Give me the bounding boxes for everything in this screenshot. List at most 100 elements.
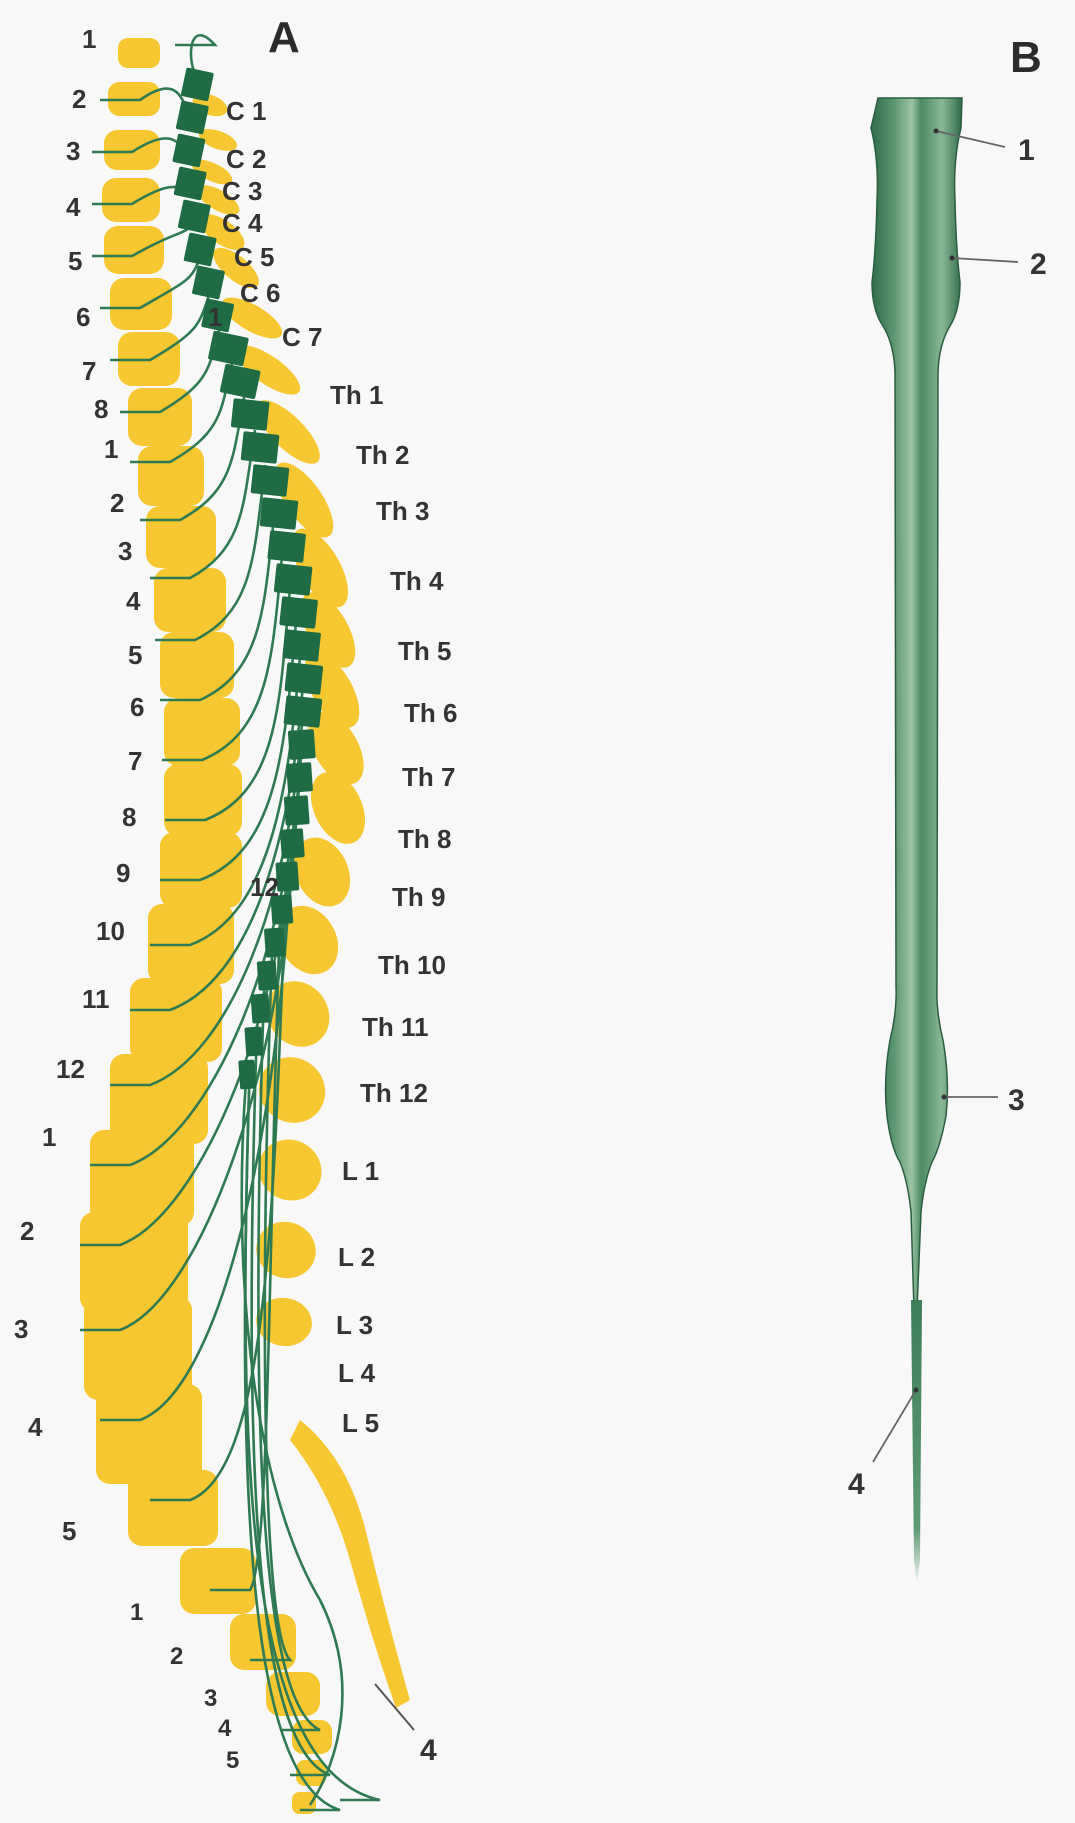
vertebral-body [110, 278, 172, 330]
vertebral-body [96, 1384, 202, 1484]
segment-marker-top: 1 [208, 302, 222, 332]
cord-segment [208, 331, 249, 367]
vertebra-label-thoracic: Th 12 [360, 1078, 428, 1108]
vertebra-label-thoracic: Th 5 [398, 636, 451, 666]
segment-marker-thoracic-end: 12 [250, 872, 279, 902]
nerve-label-thoracic: 11 [82, 984, 110, 1014]
cord-segment [241, 431, 280, 464]
vertebral-body [160, 632, 234, 698]
vertebra-label-thoracic: Th 10 [378, 950, 446, 980]
cord-segment [192, 265, 225, 299]
nerve-label-lumbar: 2 [20, 1216, 34, 1246]
vertebral-body [104, 130, 160, 170]
vertebral-body [180, 1548, 256, 1614]
cord-segment [284, 795, 310, 826]
cord-segment [244, 1026, 263, 1056]
nerve-label-cervical: 5 [68, 246, 82, 276]
cord-segment [260, 497, 299, 530]
cord-segment [181, 67, 214, 101]
cord-segment [238, 1059, 256, 1089]
nerve-label-thoracic: 7 [128, 746, 142, 776]
marker-b-4 [914, 1388, 919, 1393]
cord-segment [257, 960, 278, 990]
nerve-label-thoracic: 3 [118, 536, 132, 566]
vertebra-label-lumbar: L 1 [342, 1156, 379, 1186]
panel-b-label-2: 2 [1030, 248, 1047, 281]
vertebral-body [118, 38, 160, 68]
nerve-label-lumbar: 5 [62, 1516, 76, 1546]
vertebra-label-lumbar: L 2 [338, 1242, 375, 1272]
vertebra-label-cervical: C 2 [226, 144, 266, 174]
vertebra-label-thoracic: Th 6 [404, 698, 457, 728]
vertebral-body [146, 506, 216, 568]
panel-b-label-4: 4 [848, 1468, 865, 1501]
vertebral-body [128, 1470, 218, 1546]
marker-b-3 [942, 1095, 947, 1100]
vertebral-body [130, 978, 222, 1062]
cord-segment [279, 596, 318, 629]
vertebra-label-thoracic: Th 11 [362, 1012, 428, 1042]
vertebra-label-thoracic: Th 2 [356, 440, 409, 470]
cord-segment [286, 762, 313, 793]
nerve-label-cervical: 6 [76, 302, 90, 332]
cord-segment [178, 199, 211, 233]
vertebra-label-thoracic: Th 1 [330, 380, 383, 410]
nerve-label-thoracic: 6 [130, 692, 144, 722]
cord-segment [251, 464, 290, 497]
vertebra-label-cervical: C 4 [222, 208, 263, 238]
nerve-label-cervical: 3 [66, 136, 80, 166]
leader-b-2 [952, 258, 1018, 262]
vertebra-label-thoracic: Th 8 [398, 824, 451, 854]
marker-b-2 [950, 256, 955, 261]
vertebral-body [160, 832, 242, 908]
nerve-label-cervical: 8 [94, 394, 108, 424]
vertebral-body [138, 446, 204, 506]
vertebral-body [164, 698, 240, 766]
panel-b-letter: B [1010, 33, 1042, 82]
cord-segment [176, 100, 209, 134]
cord-segment [172, 133, 205, 167]
nerve-label-lumbar: 1 [42, 1122, 56, 1152]
cord-segment [280, 828, 305, 859]
nerve-label-thoracic: 5 [128, 640, 142, 670]
nerve-label-thoracic: 12 [56, 1054, 85, 1084]
nerve-label-cervical: 4 [66, 192, 81, 222]
cord-segment [284, 662, 323, 695]
sacrum-posterior [290, 1420, 410, 1708]
nerve-label-thoracic: 1 [104, 434, 118, 464]
cord-segment [267, 530, 306, 563]
nerve-label-thoracic: 4 [126, 586, 141, 616]
vertebra-label-cervical: C 1 [226, 96, 266, 126]
cord-segment [275, 861, 299, 891]
vertebral-body [90, 1130, 194, 1226]
cord-segment [283, 695, 322, 728]
panel-a-letter: A [268, 13, 300, 62]
vertebra-label-lumbar: L 5 [342, 1408, 379, 1438]
vertebral-body [164, 764, 242, 836]
nerve-label-sacral: 2 [170, 1643, 183, 1670]
nerve-label-cervical: 1 [82, 24, 96, 54]
panel-b-spinal-cord: 1 2 3 4 [848, 98, 1047, 1585]
leader-b-4 [873, 1390, 916, 1462]
vertebra-label-cervical: C 6 [240, 278, 280, 308]
nerve-label-lumbar: 4 [28, 1412, 43, 1442]
vertebra-label-cervical: C 7 [282, 322, 322, 352]
vertebra-label-thoracic: Th 4 [390, 566, 444, 596]
vertebral-body [104, 226, 164, 274]
nerve-label-cervical: 7 [82, 356, 96, 386]
cord-segment [173, 166, 206, 200]
vertebra-label-lumbar: L 3 [336, 1310, 373, 1340]
vertebra-label-cervical: C 3 [222, 176, 262, 206]
vertebra-label-thoracic: Th 7 [402, 762, 455, 792]
nerve-label-sacral: 3 [204, 1685, 217, 1712]
filum-terminale [911, 1300, 922, 1585]
nerve-label-sacral: 4 [218, 1715, 232, 1742]
cord-segment [250, 993, 270, 1023]
nerve-label-thoracic: 8 [122, 802, 136, 832]
nerve-label-sacral: 1 [130, 1599, 143, 1626]
nerve-label-lumbar: 3 [14, 1314, 28, 1344]
cord-segment [288, 729, 316, 760]
vertebra-label-lumbar: L 4 [338, 1358, 376, 1388]
